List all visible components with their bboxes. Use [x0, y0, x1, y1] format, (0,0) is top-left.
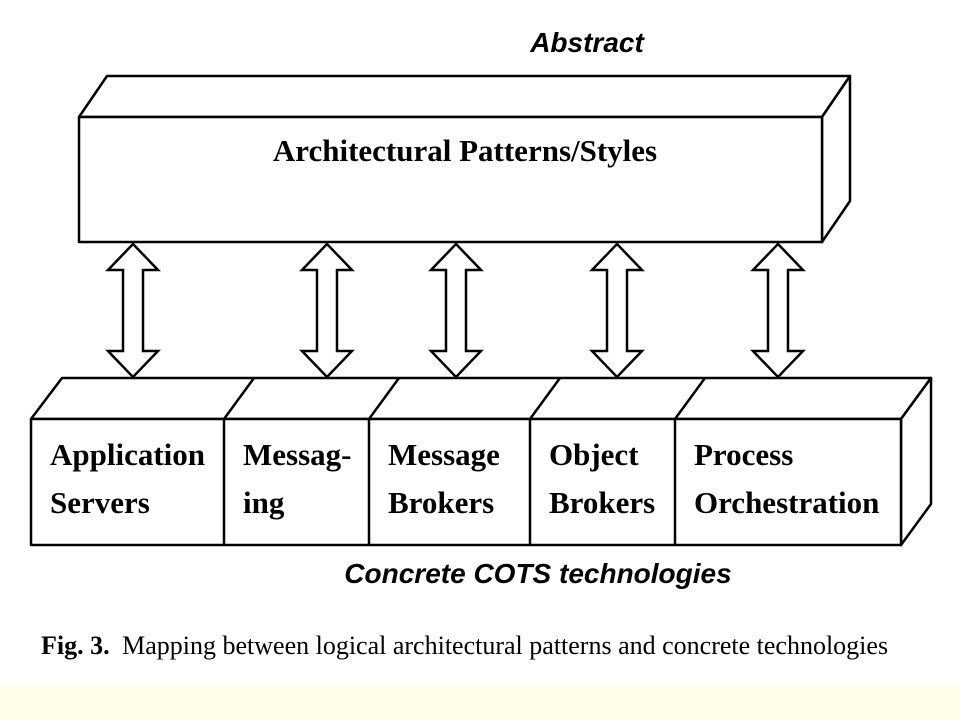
- cell-object-brokers-line1: Object: [549, 437, 639, 472]
- cell-object-brokers-line2: Brokers: [549, 485, 655, 520]
- figure-caption: Fig. 3. Mapping between logical architec…: [41, 631, 888, 660]
- cell-process-orchestration-line1: Process: [694, 437, 793, 472]
- cell-application-servers-line2: Servers: [50, 485, 150, 520]
- cell-process-orchestration-line2: Orchestration: [694, 485, 879, 520]
- concrete-label: Concrete COTS technologies: [344, 558, 731, 589]
- bottom-block-top-face: [29, 376, 933, 421]
- divider-2-top: [367, 377, 401, 420]
- cell-message-brokers-line1: Message: [388, 437, 500, 472]
- caption-text: Mapping between logical architectural pa…: [122, 631, 888, 660]
- footer-band: [0, 686, 960, 720]
- top-block-label: Architectural Patterns/Styles: [273, 133, 657, 168]
- cell-messaging-line1: Messag-: [243, 437, 351, 472]
- top-block: [77, 74, 852, 244]
- cell-messaging-line2: ing: [243, 485, 285, 520]
- caption-label: Fig. 3.: [41, 631, 110, 660]
- abstract-label: Abstract: [529, 27, 645, 58]
- mapping-arrows: [105, 242, 806, 379]
- double-arrow-2: [299, 242, 355, 379]
- top-block-top-face: [77, 74, 852, 119]
- double-arrow-3: [428, 242, 484, 379]
- divider-1-top: [222, 377, 256, 420]
- divider-4-top: [673, 377, 707, 420]
- cell-application-servers-line1: Application: [50, 437, 205, 472]
- cell-message-brokers-line2: Brokers: [388, 485, 494, 520]
- cell-dividers: [222, 377, 707, 545]
- divider-3-top: [528, 377, 562, 420]
- double-arrow-4: [589, 242, 645, 379]
- bottom-block-front-face: [29, 417, 903, 547]
- bottom-block: [29, 376, 933, 547]
- top-block-front-face: [77, 115, 824, 244]
- double-arrow-1: [105, 242, 161, 379]
- double-arrow-5: [750, 242, 806, 379]
